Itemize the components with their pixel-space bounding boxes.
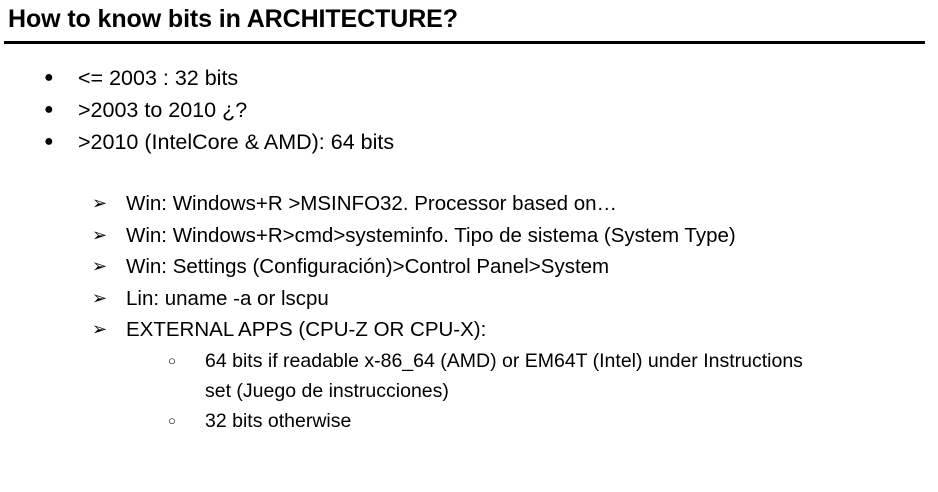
list-item: ➢ Win: Windows+R>cmd>systeminfo. Tipo de… — [0, 220, 938, 252]
arrow-bullet-icon: ➢ — [92, 319, 108, 339]
list-item-text: Lin: uname -a or lscpu — [126, 286, 329, 310]
list-item: ➢ Lin: uname -a or lscpu — [0, 283, 938, 315]
list-item-text: 64 bits if readable x-86_64 (AMD) or EM6… — [205, 349, 809, 402]
list-item-text: <= 2003 : 32 bits — [78, 66, 239, 90]
list-item: ○ 64 bits if readable x-86_64 (AMD) or E… — [0, 346, 938, 406]
list-item: ➢ EXTERNAL APPS (CPU-Z OR CPU-X): — [0, 314, 938, 346]
list-item: ● >2003 to 2010 ¿? — [0, 94, 938, 126]
disc-bullet-icon: ● — [44, 101, 54, 118]
disc-bullet-icon: ● — [44, 69, 54, 86]
list-item: ● <= 2003 : 32 bits — [0, 62, 938, 94]
list-item-text: >2003 to 2010 ¿? — [78, 98, 248, 122]
arrow-bullet-icon: ➢ — [92, 193, 108, 213]
arrow-bullet-icon: ➢ — [92, 256, 108, 276]
circle-bullet-icon: ○ — [168, 352, 176, 368]
list-item-text: 32 bits otherwise — [205, 409, 352, 432]
title-divider — [4, 41, 925, 44]
list-group-spacer — [0, 158, 938, 188]
list-item-text: Win: Windows+R>cmd>systeminfo. Tipo de s… — [126, 223, 736, 247]
list-item-text: Win: Windows+R >MSINFO32. Processor base… — [126, 192, 618, 215]
list-item: ➢ Win: Windows+R >MSINFO32. Processor ba… — [0, 188, 938, 220]
list-item: ○ 32 bits otherwise — [0, 406, 938, 436]
slide-body-outline: ● <= 2003 : 32 bits ● >2003 to 2010 ¿? ●… — [0, 62, 938, 436]
list-item-text: Win: Settings (Configuración)>Control Pa… — [126, 255, 610, 278]
list-item-text: >2010 (IntelCore & AMD): 64 bits — [78, 130, 395, 154]
slide-title-block: How to know bits in ARCHITECTURE? — [0, 0, 938, 44]
page-title: How to know bits in ARCHITECTURE? — [8, 5, 458, 33]
list-item-text: EXTERNAL APPS (CPU-Z OR CPU-X): — [126, 318, 487, 341]
list-item: ➢ Win: Settings (Configuración)>Control … — [0, 251, 938, 283]
arrow-bullet-icon: ➢ — [92, 224, 108, 245]
circle-bullet-icon: ○ — [168, 412, 176, 428]
list-item: ● >2010 (IntelCore & AMD): 64 bits — [0, 126, 938, 158]
disc-bullet-icon: ● — [44, 133, 54, 150]
arrow-bullet-icon: ➢ — [92, 287, 108, 308]
